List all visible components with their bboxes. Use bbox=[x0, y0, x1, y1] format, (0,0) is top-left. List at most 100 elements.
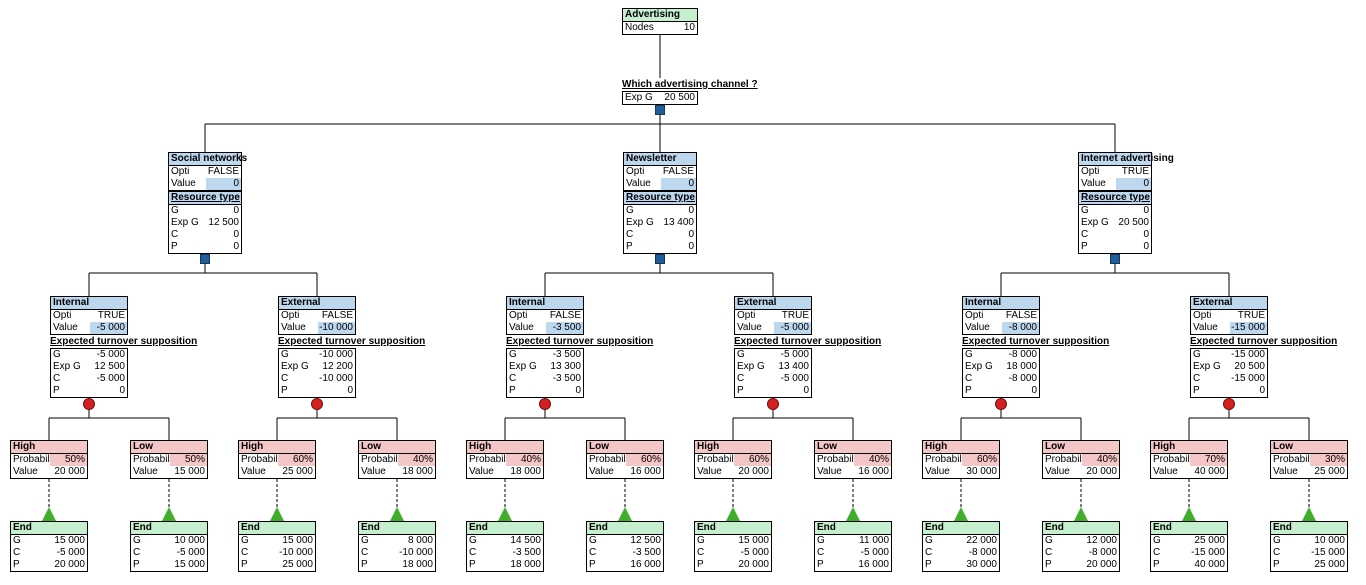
end-node-triangle[interactable] bbox=[1302, 507, 1316, 521]
c-value: -15 000 bbox=[1311, 547, 1345, 558]
decision-node-square[interactable] bbox=[655, 254, 665, 264]
outcome-title: Low bbox=[1271, 441, 1347, 454]
c-value: -5 000 bbox=[176, 547, 205, 558]
end-node-triangle[interactable] bbox=[42, 507, 56, 521]
section-title: Resource type bbox=[1079, 192, 1151, 205]
g-label: G bbox=[509, 349, 517, 360]
option-newsletter-external[interactable]: External Opti TRUE Value -5 000 bbox=[734, 296, 812, 335]
end-node-triangle[interactable] bbox=[390, 507, 404, 521]
c-row: C-5 000 bbox=[11, 547, 87, 559]
decision-node-square[interactable] bbox=[1110, 254, 1120, 264]
channel-social-networks[interactable]: Social networks Opti FALSE Value 0 bbox=[168, 152, 247, 191]
root-node-advertising[interactable]: Advertising Nodes 10 bbox=[622, 8, 698, 35]
chance-node-circle[interactable] bbox=[1223, 398, 1235, 410]
c-label: C bbox=[1273, 547, 1281, 558]
option-social-external[interactable]: External Opti FALSE Value -10 000 bbox=[278, 296, 356, 335]
chance-node-circle[interactable] bbox=[995, 398, 1007, 410]
p-label: P bbox=[965, 385, 972, 396]
value-amount: 16 000 bbox=[858, 466, 889, 477]
end-node-triangle[interactable] bbox=[726, 507, 740, 521]
end-node-triangle[interactable] bbox=[270, 507, 284, 521]
option-internet-external[interactable]: External Opti TRUE Value -15 000 bbox=[1190, 296, 1268, 335]
outcome-title: High bbox=[467, 441, 543, 454]
end-title: End bbox=[923, 522, 999, 535]
end-node-triangle[interactable] bbox=[498, 507, 512, 521]
end-node-triangle[interactable] bbox=[618, 507, 632, 521]
g-label: G bbox=[13, 535, 21, 546]
p-value: 25 000 bbox=[1314, 559, 1345, 570]
c-label: C bbox=[241, 547, 249, 558]
p-value: 20 000 bbox=[54, 559, 85, 570]
chance-node-circle[interactable] bbox=[83, 398, 95, 410]
end-node-triangle[interactable] bbox=[1182, 507, 1196, 521]
g-label: G bbox=[1153, 535, 1161, 546]
option-internet-internal[interactable]: Internal Opti FALSE Value -8 000 bbox=[962, 296, 1040, 335]
channel-newsletter[interactable]: Newsletter Opti FALSE Value 0 bbox=[623, 152, 697, 191]
value-label: Value bbox=[469, 466, 494, 477]
g-value: 22 000 bbox=[966, 535, 997, 546]
g-value: 15 000 bbox=[738, 535, 769, 546]
channel-internet-advertising[interactable]: Internet advertising Opti TRUE Value 0 bbox=[1078, 152, 1174, 191]
decision-expg-box[interactable]: Exp G 20 500 bbox=[622, 91, 698, 105]
end-node-triangle[interactable] bbox=[162, 507, 176, 521]
c-label: C bbox=[1193, 373, 1201, 384]
g-label: G bbox=[1193, 349, 1201, 360]
chance-node-circle[interactable] bbox=[311, 398, 323, 410]
end-node-triangle[interactable] bbox=[1074, 507, 1088, 521]
chance-node-circle[interactable] bbox=[539, 398, 551, 410]
decision-node-square[interactable] bbox=[655, 105, 665, 115]
decision-node-square[interactable] bbox=[200, 254, 210, 264]
end-node-triangle[interactable] bbox=[846, 507, 860, 521]
chance-node-circle[interactable] bbox=[767, 398, 779, 410]
opti-value: FALSE bbox=[207, 166, 239, 177]
opti-label: Opti bbox=[965, 310, 984, 321]
end-node-triangle[interactable] bbox=[954, 507, 968, 521]
value-amount: 30 000 bbox=[966, 466, 997, 477]
expg-label: Exp G bbox=[626, 217, 654, 228]
option-newsletter-internal[interactable]: Internal Opti FALSE Value -3 500 bbox=[506, 296, 584, 335]
g-label: G bbox=[241, 535, 249, 546]
c-value: -5 000 bbox=[56, 547, 85, 558]
end-title: End bbox=[1271, 522, 1347, 535]
option-social-internal[interactable]: Internal Opti TRUE Value -5 000 bbox=[50, 296, 128, 335]
